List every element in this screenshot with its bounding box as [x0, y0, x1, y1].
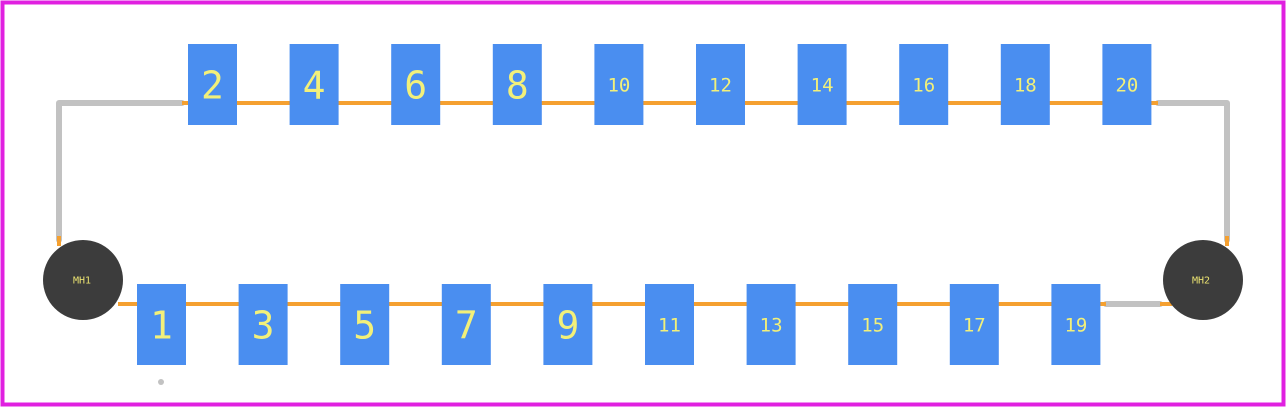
mounting-hole-right-circle	[1163, 240, 1243, 320]
pad-14-label: 14	[811, 75, 834, 97]
pad-8-shape	[492, 44, 542, 125]
pad-2: 2	[188, 44, 237, 125]
mounting-hole-left-circle	[43, 240, 123, 320]
pad-12: 12	[696, 44, 745, 125]
outline-left	[56, 100, 185, 243]
pad-8-label: 8	[506, 64, 529, 108]
pad-14: 14	[797, 44, 847, 125]
pad-19-shape	[1051, 284, 1101, 365]
pad-1-shape	[137, 284, 186, 365]
pad-15-label: 15	[861, 315, 884, 337]
pad-13-shape	[746, 284, 796, 365]
top-pad-row: 2 4 6 8 10 12 14 16 18 20	[188, 44, 1152, 125]
pad-17-label: 17	[963, 315, 986, 337]
pad-18-shape	[1000, 44, 1050, 125]
traces	[57, 101, 1229, 306]
pad-3: 3	[238, 284, 288, 365]
pad-9-shape	[543, 284, 593, 365]
pad-5-label: 5	[353, 304, 376, 348]
pad-7: 7	[441, 284, 491, 365]
pad-11: 11	[645, 284, 694, 365]
pad-10-label: 10	[607, 75, 630, 97]
pad-18-label: 18	[1014, 75, 1037, 97]
pad-19-label: 19	[1064, 315, 1087, 337]
pad-7-shape	[441, 284, 491, 365]
pad-10-shape	[594, 44, 644, 125]
pad-16-label: 16	[912, 75, 935, 97]
pad-1: 1	[137, 284, 186, 365]
pad-15: 15	[848, 284, 898, 365]
mounting-hole-left: MH1	[43, 240, 123, 320]
pad-6-label: 6	[404, 64, 427, 108]
pad-17-shape	[949, 284, 999, 365]
pad-4-label: 4	[303, 64, 326, 108]
pad-11-label: 11	[658, 315, 681, 337]
pad-17: 17	[949, 284, 999, 365]
pad-14-shape	[797, 44, 847, 125]
pin1-marker-dot	[158, 379, 164, 385]
pad-6: 6	[391, 44, 441, 125]
pad-19: 19	[1051, 284, 1101, 365]
pad-3-shape	[238, 284, 288, 365]
pad-12-shape	[696, 44, 745, 125]
pad-10: 10	[594, 44, 644, 125]
outline-right	[1155, 100, 1230, 243]
mounting-hole-right: MH2	[1163, 240, 1243, 320]
pad-6-shape	[391, 44, 441, 125]
pad-13-label: 13	[760, 315, 783, 337]
pad-20-label: 20	[1115, 75, 1138, 97]
mounting-hole-right-label: MH2	[1192, 276, 1210, 287]
pad-4: 4	[289, 44, 339, 125]
pad-13: 13	[746, 284, 796, 365]
pad-11-shape	[645, 284, 694, 365]
pad-12-label: 12	[709, 75, 732, 97]
pad-18: 18	[1000, 44, 1050, 125]
pad-5-shape	[340, 284, 390, 365]
pad-1-label: 1	[150, 304, 173, 348]
pad-15-shape	[848, 284, 898, 365]
pad-2-label: 2	[201, 64, 224, 108]
mounting-hole-left-label: MH1	[73, 276, 91, 287]
pad-7-label: 7	[455, 304, 478, 348]
pad-5: 5	[340, 284, 390, 365]
component-outline	[56, 100, 1230, 307]
pad-9: 9	[543, 284, 593, 365]
pad-3-label: 3	[252, 304, 275, 348]
pad-20: 20	[1102, 44, 1152, 125]
pad-20-shape	[1102, 44, 1152, 125]
pad-9-label: 9	[556, 304, 579, 348]
pad-4-shape	[289, 44, 339, 125]
pad-16-shape	[899, 44, 949, 125]
pad-2-shape	[188, 44, 237, 125]
pad-16: 16	[899, 44, 949, 125]
pad-8: 8	[492, 44, 542, 125]
